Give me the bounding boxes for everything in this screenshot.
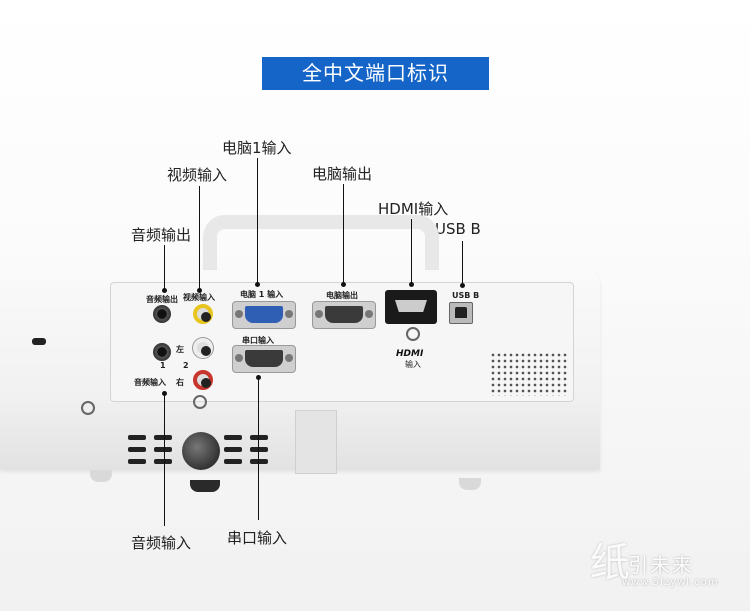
leader-line-audio-out — [164, 245, 165, 290]
audio-input-jack-1 — [153, 343, 171, 361]
leader-line-usb — [462, 241, 463, 285]
hdmi-logo: HDMI — [396, 349, 424, 359]
vent-slot — [224, 459, 242, 464]
vent-slot — [250, 459, 268, 464]
panel-label-num-1: 1 — [160, 361, 166, 370]
leader-dot — [162, 391, 167, 396]
panel-label-pc1-input: 电脑 1 输入 — [240, 290, 284, 299]
callout-pc1-input: 电脑1输入 — [222, 139, 292, 157]
usb-b-port — [449, 302, 473, 324]
callout-video-input: 视频输入 — [167, 166, 228, 184]
panel-label-left: 左 — [176, 345, 184, 354]
callout-pc-output: 电脑输出 — [312, 165, 373, 183]
panel-label-serial-input: 串口输入 — [242, 336, 274, 345]
leader-dot — [460, 283, 465, 288]
adjust-foot — [190, 480, 220, 492]
leader-dot — [162, 288, 167, 293]
security-slot — [32, 338, 46, 345]
panel-label-audio-output: 音频输出 — [146, 295, 178, 304]
vent-slot — [224, 447, 242, 452]
hdmi-input-port — [385, 290, 437, 324]
audio-output-jack — [153, 305, 171, 323]
vent-slot — [154, 435, 172, 440]
leader-dot — [255, 282, 260, 287]
vent-slot — [128, 459, 146, 464]
leader-dot — [341, 282, 346, 287]
leader-dot — [256, 375, 261, 380]
audio-left-rca — [193, 338, 213, 358]
pc1-input-vga-port — [232, 301, 296, 329]
leader-dot — [409, 282, 414, 287]
leader-line-serial — [258, 377, 259, 520]
watermark-brand: 引未来 — [628, 553, 694, 577]
ground-screw-icon — [193, 395, 207, 409]
leader-line-video — [199, 186, 200, 290]
panel-label-audio-input: 音频输入 — [134, 378, 166, 387]
vent-slot — [224, 435, 242, 440]
vent-slot — [250, 447, 268, 452]
speaker-grille — [490, 352, 568, 396]
pc-output-vga-port — [312, 301, 376, 329]
leader-line-pc-out — [343, 184, 344, 284]
hdmi-screw-icon — [406, 327, 420, 341]
callout-audio-input: 音频输入 — [131, 534, 192, 552]
serial-input-port — [232, 345, 296, 373]
leader-dot — [197, 288, 202, 293]
callout-serial-input: 串口输入 — [227, 529, 288, 547]
front-panel-block — [295, 410, 337, 474]
video-input-rca — [193, 304, 213, 324]
panel-label-pc-output: 电脑输出 — [326, 291, 358, 300]
vent-slot — [128, 435, 146, 440]
audio-right-rca — [193, 370, 213, 390]
page-title: 全中文端口标识 — [262, 57, 489, 90]
leader-line-hdmi — [411, 219, 412, 284]
lens — [182, 432, 220, 470]
panel-label-usb-b: USB B — [452, 291, 480, 300]
leader-line-pc1 — [257, 158, 258, 284]
projector-foot — [90, 470, 112, 482]
vent-slot — [250, 435, 268, 440]
watermark-logo-char: 纸 — [590, 540, 630, 586]
leader-line-audio-in — [164, 393, 165, 526]
panel-label-right: 右 — [176, 378, 184, 387]
screw-icon — [81, 401, 95, 415]
callout-audio-output: 音频输出 — [131, 226, 192, 244]
panel-label-video-input: 视频输入 — [183, 293, 215, 302]
vent-slot — [128, 447, 146, 452]
projector-handle — [203, 215, 439, 285]
watermark-url: www.5lzywl.com — [622, 577, 719, 588]
projector-foot — [459, 478, 481, 490]
vent-slot — [154, 447, 172, 452]
callout-usb-b: USB B — [435, 220, 481, 238]
hdmi-sub-label: 输入 — [405, 360, 421, 369]
panel-label-num-2: 2 — [183, 361, 189, 370]
vent-slot — [154, 459, 172, 464]
callout-hdmi-input: HDMI输入 — [378, 200, 449, 218]
